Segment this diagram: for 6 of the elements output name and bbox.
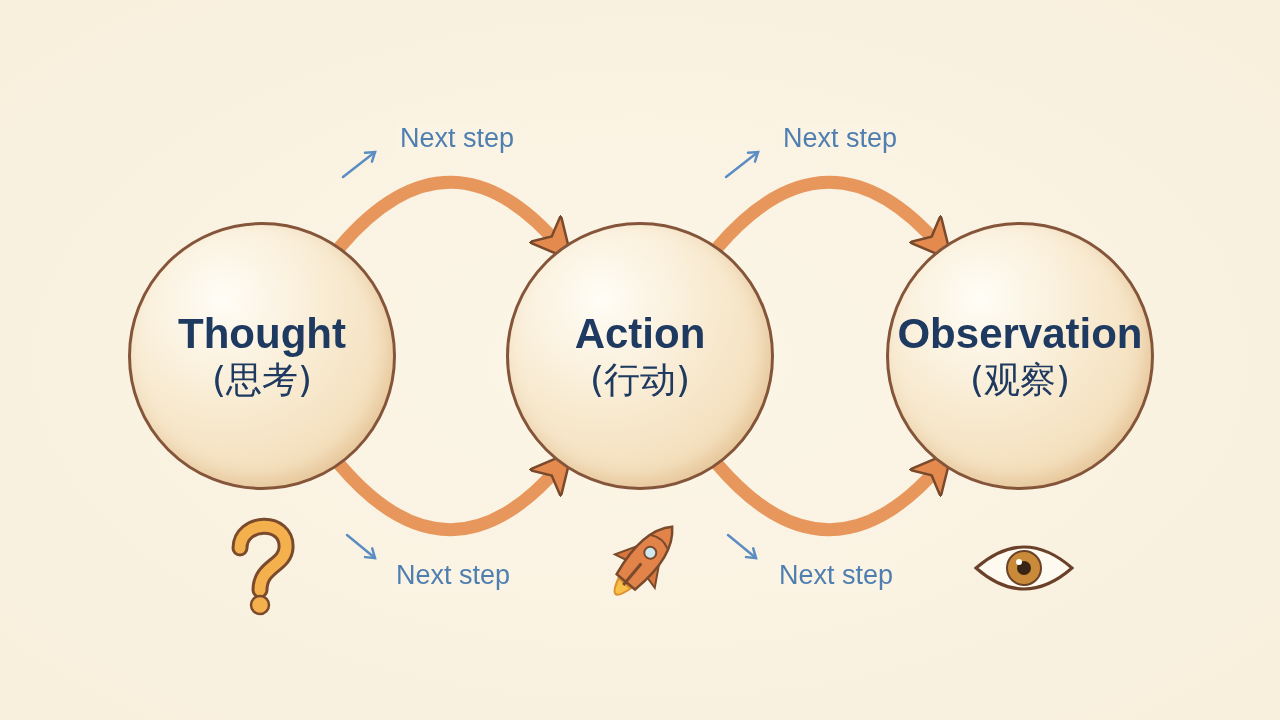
stage-subtitle: (观察) [969, 357, 1071, 401]
stage-title: Thought [178, 311, 346, 358]
stage-title: Observation [897, 311, 1143, 358]
stage-subtitle: (行动) [589, 357, 691, 401]
stage-subtitle: (思考) [211, 357, 313, 401]
stage-title: Action [574, 311, 706, 358]
